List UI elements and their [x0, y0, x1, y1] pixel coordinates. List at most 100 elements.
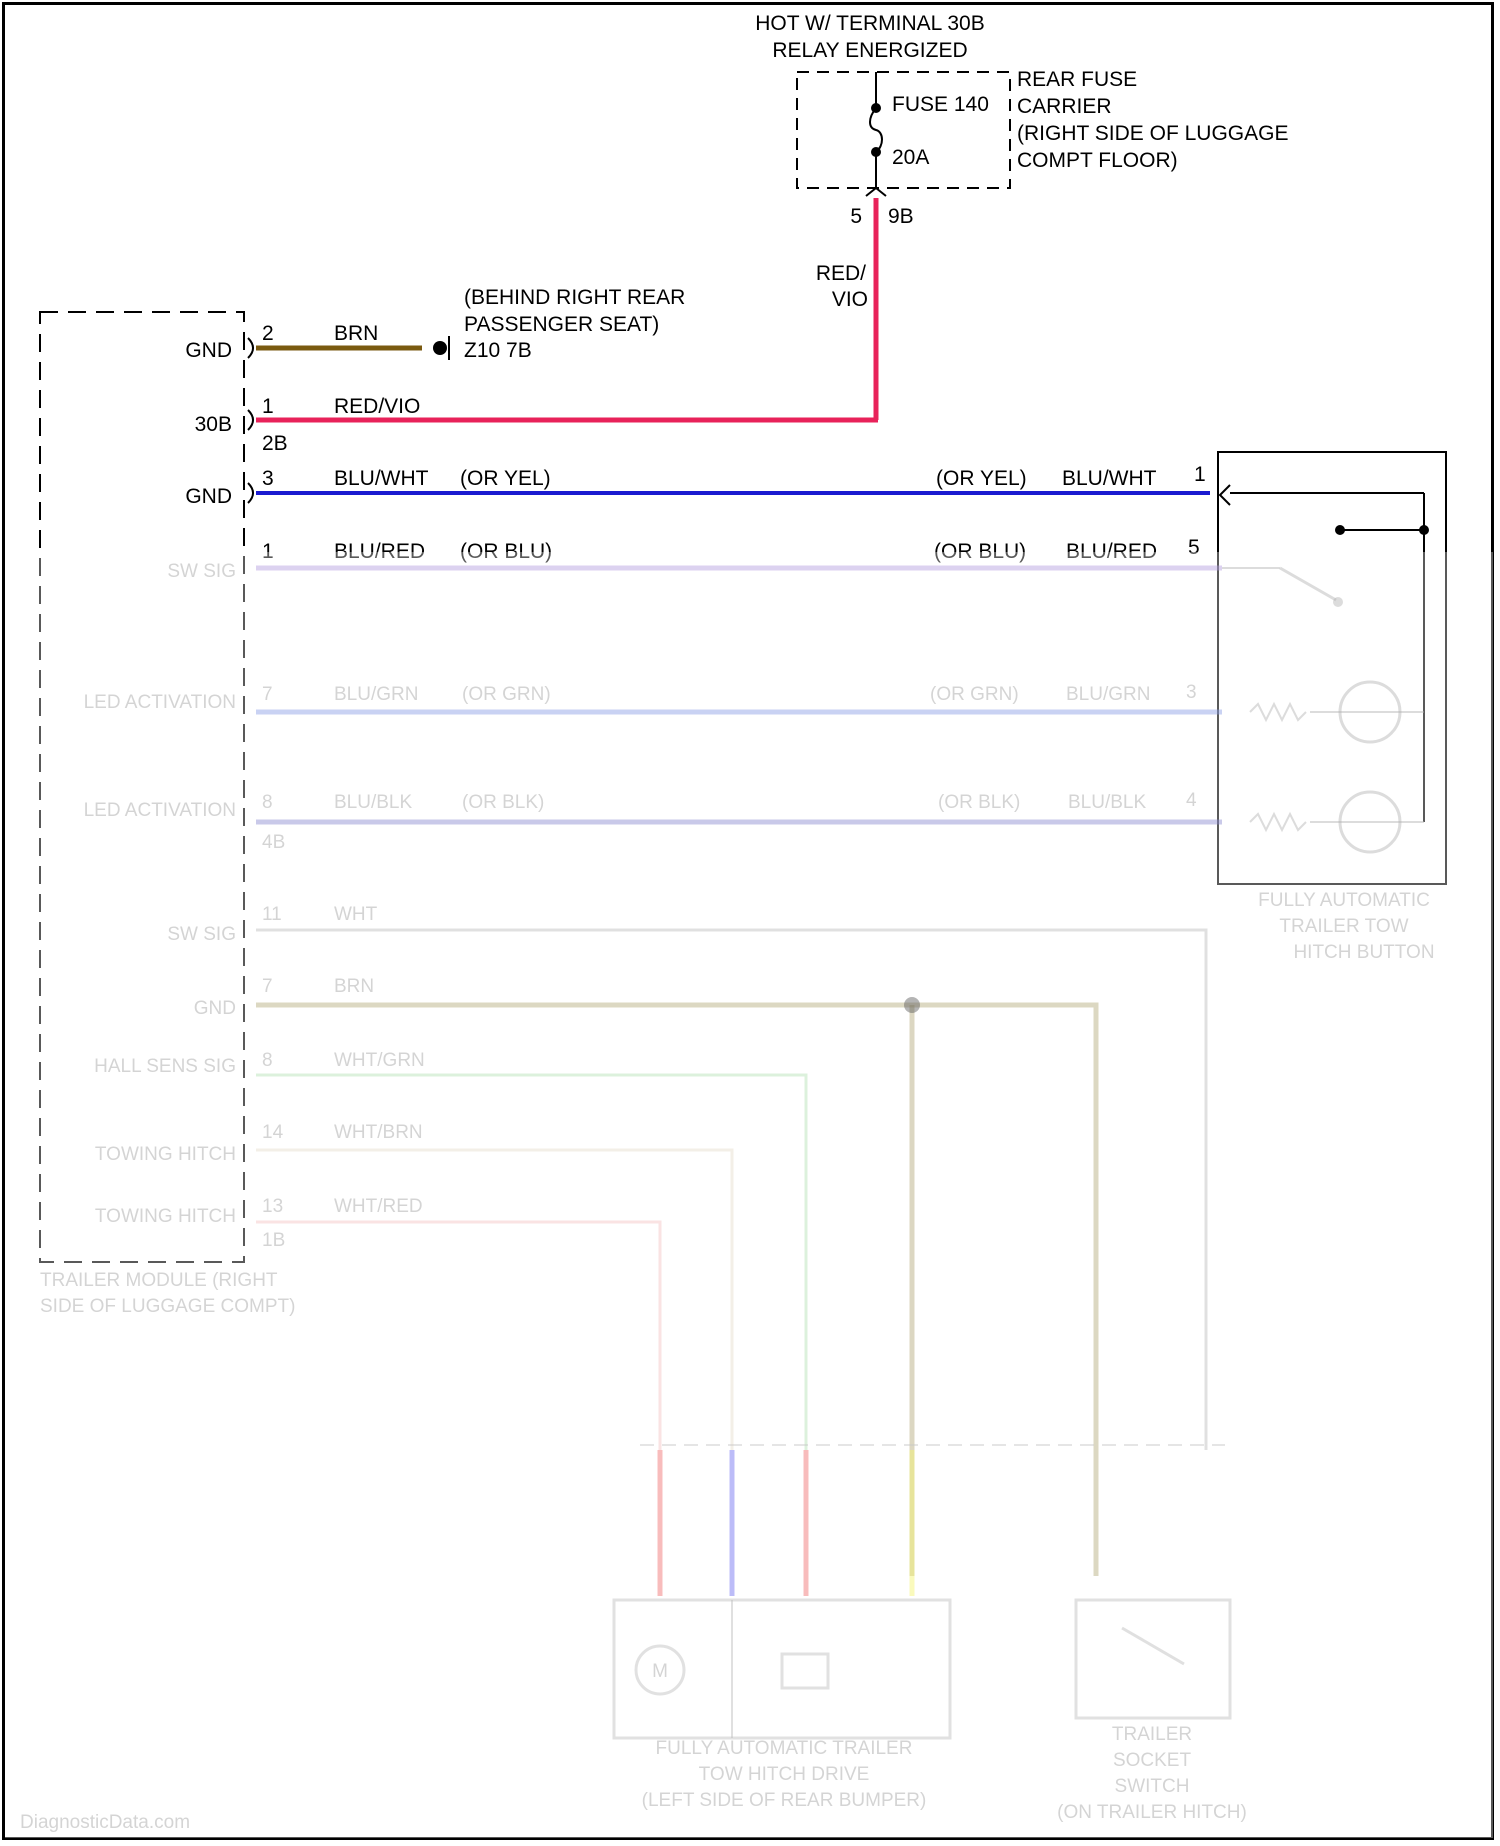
- fuse-carrier-label-1: REAR FUSE: [1017, 68, 1137, 91]
- wire-label-wht-brn: WHT/BRN: [334, 1122, 423, 1143]
- module-label-led-1: LED ACTIVATION: [84, 692, 236, 713]
- switch-contact: [1333, 597, 1343, 607]
- module-pin-14: 14: [262, 1122, 284, 1143]
- module-pin-3: 3: [262, 467, 274, 490]
- module-label-towing-1: TOWING HITCH: [95, 1144, 236, 1165]
- trailer-module-box: [40, 312, 244, 1262]
- ground-location-1: (BEHIND RIGHT REAR: [464, 286, 685, 309]
- wire-label-blu-red-far: BLU/RED: [1066, 540, 1157, 563]
- hitch-button-label-2: TRAILER TOW: [1279, 916, 1408, 937]
- power-source-line2: RELAY ENERGIZED: [772, 39, 967, 62]
- gnd-brn-wire: [256, 1005, 1096, 1576]
- wire-label-blu-grn-far: BLU/GRN: [1066, 684, 1150, 705]
- wire-alt-or-grn: (OR GRN): [462, 684, 551, 705]
- wire-alt-or-blk: (OR BLK): [462, 792, 544, 813]
- pin-chevron-icon: [1220, 485, 1230, 505]
- wire-label-blu-red: BLU/RED: [334, 540, 425, 563]
- module-pin-8b: 8: [262, 1050, 273, 1071]
- resistor-icon: [1250, 704, 1306, 720]
- fuse-carrier-label-3: (RIGHT SIDE OF LUGGAGE: [1017, 122, 1288, 145]
- sensor-icon: [782, 1654, 828, 1688]
- power-source-line1: HOT W/ TERMINAL 30B: [755, 12, 985, 35]
- module-label-gnd-3: GND: [194, 998, 236, 1019]
- fuse-carrier-label-2: CARRIER: [1017, 95, 1112, 118]
- module-label-30b: 30B: [195, 413, 232, 436]
- wire-label-blu-blk: BLU/BLK: [334, 792, 412, 813]
- wire-label-brn: BRN: [334, 322, 378, 345]
- module-connector-4b: 4B: [262, 832, 285, 853]
- ground-location-2: PASSENGER SEAT): [464, 313, 659, 336]
- lower-diagram: SW SIG LED ACTIVATION 7 BLU/GRN (OR GRN)…: [20, 561, 1435, 1833]
- wire-alt-or-grn-far: (OR GRN): [930, 684, 1019, 705]
- wire-label-wht-grn: WHT/GRN: [334, 1050, 425, 1071]
- wire-alt-or-blk-far: (OR BLK): [938, 792, 1020, 813]
- wire-alt-or-yel: (OR YEL): [460, 467, 551, 490]
- red-vio-label-2: VIO: [832, 288, 868, 311]
- module-label-sw-sig: SW SIG: [167, 561, 236, 582]
- module-label-hall: HALL SENS SIG: [94, 1056, 236, 1077]
- module-name-2: SIDE OF LUGGAGE COMPT): [40, 1296, 295, 1317]
- wire-label-wht-red: WHT/RED: [334, 1196, 423, 1217]
- fuse-rating: 20A: [892, 146, 929, 169]
- drive-name-3: (LEFT SIDE OF REAR BUMPER): [642, 1790, 927, 1811]
- ground-point: [433, 341, 447, 355]
- fuse-pin-left: 5: [850, 205, 862, 228]
- wht-red-wire: [256, 1222, 660, 1450]
- module-label-towing-2: TOWING HITCH: [95, 1206, 236, 1227]
- switch-junction: [1419, 525, 1429, 535]
- wire-alt-or-yel-far: (OR YEL): [936, 467, 1027, 490]
- hitch-button-label-3: HITCH BUTTON: [1293, 942, 1434, 963]
- fuse-icon: [870, 108, 882, 152]
- socket-name-3: SWITCH: [1115, 1776, 1190, 1797]
- module-pin-1b: 1: [262, 540, 274, 563]
- button-pin-3: 3: [1186, 682, 1197, 703]
- socket-name-1: TRAILER: [1112, 1724, 1192, 1745]
- socket-name-2: SOCKET: [1113, 1750, 1192, 1771]
- wire-label-blu-wht-far: BLU/WHT: [1062, 467, 1157, 490]
- wire-label-blu-blk-far: BLU/BLK: [1068, 792, 1146, 813]
- module-pin-2: 2: [262, 322, 274, 345]
- pin-chevron-icon: [248, 338, 253, 358]
- pin-chevron-icon: [248, 483, 253, 503]
- module-pin-1: 1: [262, 395, 274, 418]
- connector-chevron-icon: [866, 188, 886, 196]
- watermark: DiagnosticData.com: [20, 1812, 190, 1833]
- wire-label-blu-grn: BLU/GRN: [334, 684, 418, 705]
- socket-name-4: (ON TRAILER HITCH): [1057, 1802, 1247, 1823]
- wire-label-wht: WHT: [334, 904, 378, 925]
- ground-ref: Z10 7B: [464, 339, 532, 362]
- switch-terminal: [1335, 525, 1345, 535]
- wire-label-blu-wht: BLU/WHT: [334, 467, 429, 490]
- module-pin-7: 7: [262, 684, 273, 705]
- module-pin-8: 8: [262, 792, 273, 813]
- module-label-gnd-1: GND: [185, 339, 232, 362]
- resistor-icon: [1250, 814, 1306, 830]
- wire-alt-or-blu: (OR BLU): [460, 540, 552, 563]
- button-pin-1: 1: [1194, 463, 1206, 486]
- socket-switch-box: [1076, 1600, 1230, 1718]
- switch-blade-icon: [1280, 568, 1336, 600]
- drive-name-1: FULLY AUTOMATIC TRAILER: [656, 1738, 913, 1759]
- red-vio-label-1: RED/: [816, 262, 866, 285]
- module-label-gnd-2: GND: [185, 485, 232, 508]
- module-pin-13: 13: [262, 1196, 283, 1217]
- fuse-pin-right: 9B: [888, 205, 914, 228]
- fuse-carrier-label-4: COMPT FLOOR): [1017, 149, 1178, 172]
- module-name-1: TRAILER MODULE (RIGHT: [40, 1270, 278, 1291]
- splice-point: [904, 997, 920, 1013]
- module-pin-11: 11: [262, 904, 282, 925]
- fuse-carrier-box: [797, 72, 1010, 188]
- hitch-button-label-1: FULLY AUTOMATIC: [1258, 890, 1430, 911]
- wire-label-red-vio: RED/VIO: [334, 395, 420, 418]
- wire-label-brn-2: BRN: [334, 976, 374, 997]
- fuse-name: FUSE 140: [892, 93, 989, 116]
- module-label-led-2: LED ACTIVATION: [84, 800, 236, 821]
- wire-alt-or-blu-far: (OR BLU): [934, 540, 1026, 563]
- module-label-sw-sig-2: SW SIG: [167, 924, 236, 945]
- module-pin-7b: 7: [262, 976, 273, 997]
- module-connector-2b: 2B: [262, 432, 288, 455]
- button-pin-4: 4: [1186, 790, 1197, 811]
- drive-name-2: TOW HITCH DRIVE: [699, 1764, 870, 1785]
- button-pin-5: 5: [1188, 536, 1200, 559]
